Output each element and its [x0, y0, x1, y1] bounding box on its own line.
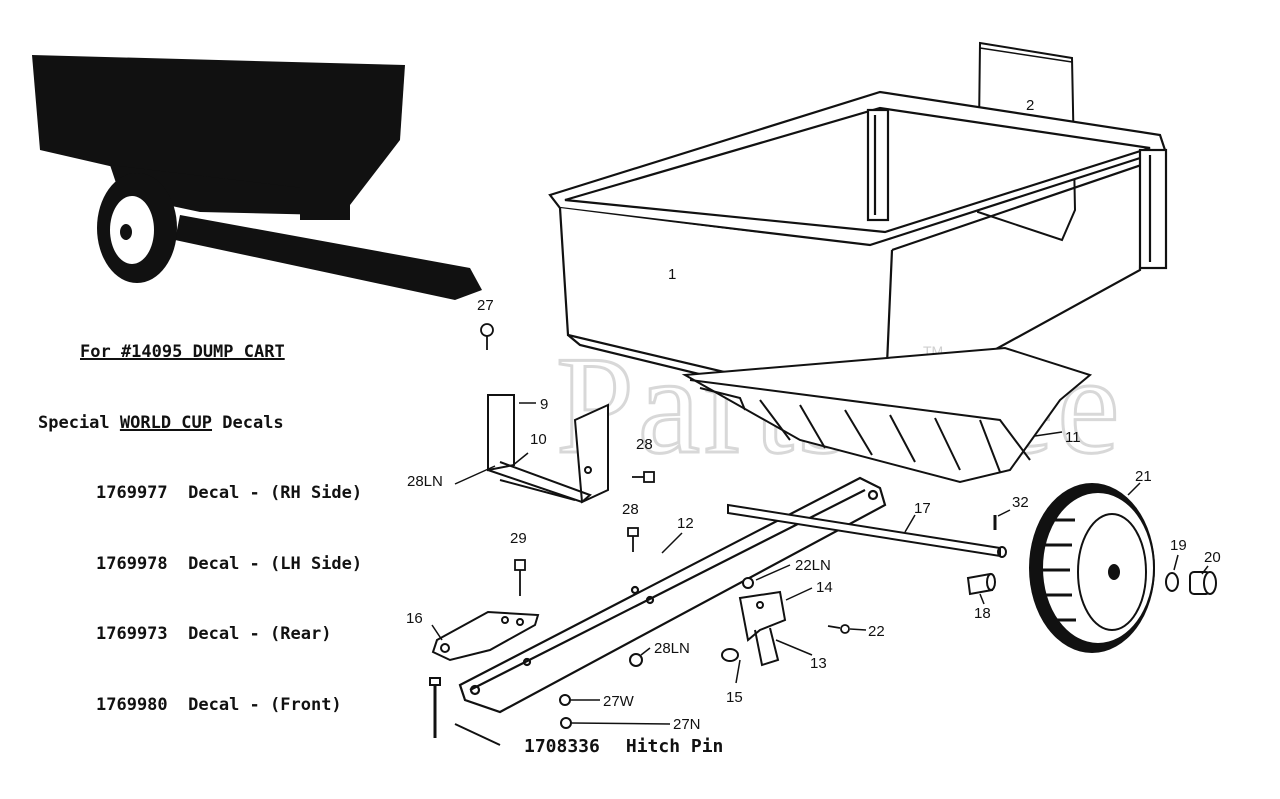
washer: [1165, 572, 1179, 592]
callout-28ln-upper: 28LN: [407, 473, 443, 490]
callout-28-lower: 28: [622, 501, 639, 518]
notes-subtitle: Special WORLD CUP Decals: [38, 412, 284, 433]
decal-part-number: 1769973: [96, 624, 168, 644]
axle: [727, 503, 1007, 558]
washer-27w: [559, 694, 571, 706]
callouts: 1 2 27 9 10 28 28LN 11 21 32 17 28 12 29…: [406, 97, 1221, 733]
callout-22ln: 22LN: [795, 557, 831, 574]
bolt-28-upper: [632, 471, 655, 483]
callout-12: 12: [677, 515, 694, 532]
wheel: [1029, 483, 1155, 653]
decal-description: Decal - (RH Side): [188, 483, 363, 503]
dump-cart-photo: [32, 55, 482, 300]
callout-29: 29: [510, 530, 527, 547]
callout-16: 16: [406, 610, 423, 627]
callout-13: 13: [810, 655, 827, 672]
leader-lines: [431, 402, 1209, 725]
bolt-28-lower: [627, 527, 639, 552]
nut-28ln: [629, 653, 643, 667]
decal-row: 1769977 Decal - (RH Side): [38, 482, 362, 506]
decal-description: Decal - (Front): [188, 694, 342, 715]
callout-27-top: 27: [477, 297, 494, 314]
callout-2: 2: [1026, 97, 1034, 114]
dump-box: [548, 90, 1168, 420]
nut-27n: [560, 717, 572, 729]
hitch-bracket: [487, 394, 609, 504]
callout-22: 22: [868, 623, 885, 640]
nut-22ln: [742, 577, 754, 589]
callout-28-upper: 28: [636, 436, 653, 453]
callout-20: 20: [1204, 549, 1221, 566]
hitch-pin-label: 1708336 Hitch Pin: [524, 736, 723, 757]
decal-notes: For #14095 DUMP CART Special WORLD CUP D…: [38, 294, 362, 741]
callout-11: 11: [1065, 429, 1081, 446]
decal-description: Decal - (Rear): [188, 624, 332, 644]
callout-27w: 27W: [603, 693, 635, 710]
hitch-plate: [431, 610, 540, 662]
callout-18: 18: [974, 605, 991, 622]
notes-subtitle-emph: WORLD CUP: [119, 412, 213, 433]
decal-row: 1769973 Decal - (Rear): [38, 623, 362, 647]
bottom-skid: [681, 346, 1093, 484]
callout-28ln-lower: 28LN: [654, 640, 690, 657]
hitch-pin-part: [429, 677, 441, 738]
callout-10: 10: [530, 431, 547, 448]
callout-17: 17: [914, 500, 931, 517]
decal-row: 1769980 Decal - (Front): [38, 694, 362, 718]
decal-part-number: 1769978: [96, 553, 168, 574]
hitch-pin-leader: [454, 723, 501, 746]
callout-9: 9: [540, 396, 548, 413]
callout-19: 19: [1170, 537, 1187, 554]
callout-14: 14: [816, 579, 833, 596]
bolt-27: [480, 323, 494, 350]
notes-title: For #14095 DUMP CART: [80, 342, 285, 362]
bolt-22: [827, 624, 850, 634]
decal-part-number: 1769977: [96, 483, 168, 503]
bolt-29: [514, 559, 526, 596]
decal-part-number: 1769980: [96, 694, 168, 715]
callout-32: 32: [1012, 494, 1029, 511]
decal-description: Decal - (LH Side): [188, 553, 363, 574]
callout-21: 21: [1135, 468, 1152, 485]
callout-1: 1: [668, 266, 676, 283]
hitch-pin-description: Hitch Pin: [625, 736, 724, 757]
hub-cap: [1189, 571, 1217, 595]
decal-row: 1769978 Decal - (LH Side): [38, 553, 362, 577]
axle-bracket: [721, 590, 787, 667]
callout-27n: 27N: [673, 716, 701, 733]
hitch-pin-part-number: 1708336: [524, 736, 600, 757]
spacer: [966, 572, 996, 596]
callout-15: 15: [726, 689, 743, 706]
